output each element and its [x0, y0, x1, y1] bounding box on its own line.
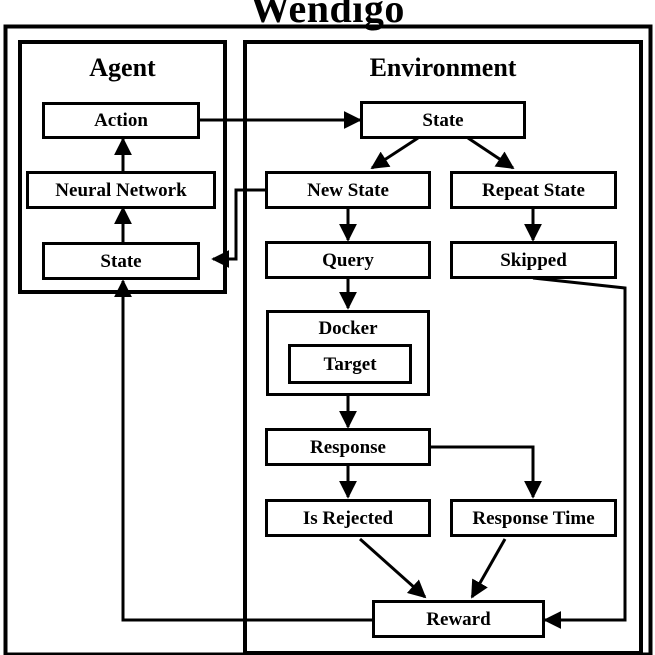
edge-response-time-to-reward	[470, 538, 507, 599]
node-env-skipped[interactable]: Skipped	[450, 241, 617, 279]
edge-skipped-to-reward	[532, 276, 627, 629]
node-env-target[interactable]: Target	[288, 344, 412, 384]
node-env-docker[interactable]: Docker Target	[266, 310, 430, 396]
docker-label: Docker	[318, 318, 378, 339]
environment-panel-border	[243, 40, 643, 655]
page-title: Wendigo	[250, 0, 405, 31]
node-agent-action[interactable]: Action	[42, 102, 200, 139]
edge-env-state-to-repeat-state	[467, 136, 515, 170]
edge-env-state-to-new-state	[370, 136, 419, 170]
edge-is-rejected-to-reward	[359, 537, 427, 599]
node-env-repeat-state[interactable]: Repeat State	[450, 171, 617, 209]
node-env-new-state[interactable]: New State	[265, 171, 431, 209]
edge-reward-to-agent-state	[114, 279, 373, 622]
environment-panel-title: Environment	[369, 53, 517, 82]
node-env-is-rejected[interactable]: Is Rejected	[265, 499, 431, 537]
node-env-query[interactable]: Query	[265, 241, 431, 279]
node-agent-state[interactable]: State	[42, 242, 200, 280]
edge-response-to-response-time	[430, 445, 542, 499]
node-env-response[interactable]: Response	[265, 428, 431, 466]
edge-new-state-to-agent-state	[211, 188, 266, 268]
node-agent-neural-network[interactable]: Neural Network	[26, 171, 216, 209]
node-env-reward[interactable]: Reward	[372, 600, 545, 638]
agent-panel-title: Agent	[89, 53, 156, 82]
node-env-response-time[interactable]: Response Time	[450, 499, 617, 537]
node-env-state[interactable]: State	[360, 101, 526, 139]
